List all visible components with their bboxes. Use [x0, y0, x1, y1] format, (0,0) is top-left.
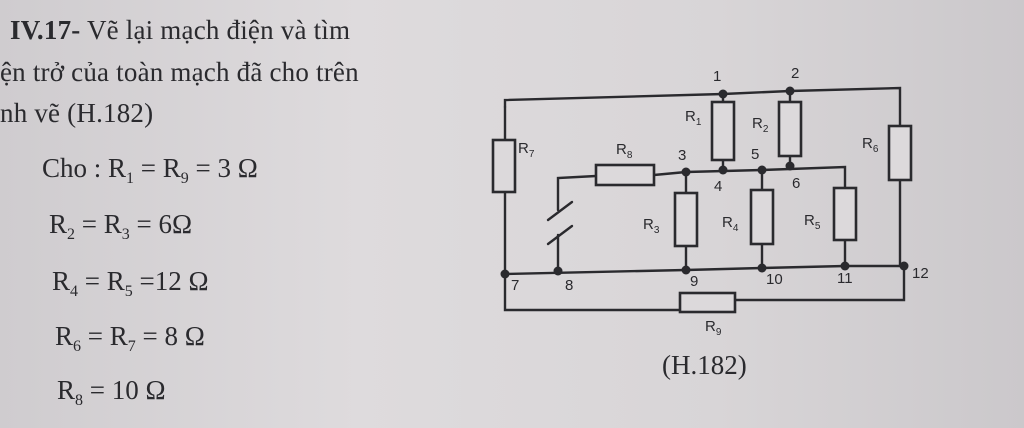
label-r9: R9: [705, 318, 722, 338]
given-subscript: 4: [70, 283, 79, 300]
problem-title-line1: Vẽ lại mạch điện và tìm: [86, 15, 351, 45]
given-subscript: 1: [126, 170, 135, 187]
label-r2: R2: [752, 115, 769, 135]
junction-dot: [840, 261, 850, 271]
junction-dot: [553, 266, 563, 276]
given-equals: =: [81, 321, 110, 351]
given-subscript: 2: [67, 226, 76, 243]
given-prefix: Cho :: [42, 153, 109, 183]
problem-title-line2: ện trở của toàn mạch đã cho trên: [0, 57, 359, 87]
given-value: = 6Ω: [129, 209, 193, 239]
wire: [503, 86, 902, 128]
junction-dot: [757, 165, 767, 175]
problem-number: IV.17-: [10, 15, 81, 45]
junction-dot: [785, 161, 795, 171]
resistor-r7: [491, 138, 517, 194]
junction-dot: [681, 167, 691, 177]
node-label: 10: [766, 271, 783, 288]
junction-dot: [718, 89, 728, 99]
resistor-r5: [832, 186, 858, 242]
node-label: 3: [678, 147, 686, 164]
given-symbol: R: [55, 321, 74, 351]
junction-dot: [500, 269, 510, 279]
resistor-r4: [749, 188, 775, 246]
node-label: 4: [714, 178, 722, 195]
node-label: 6: [792, 175, 800, 192]
label-r8: R8: [616, 141, 633, 161]
given-line: R8 = 10 Ω: [57, 375, 166, 410]
node-label: 9: [690, 273, 698, 290]
given-value: = 8 Ω: [135, 321, 205, 351]
node-label: 5: [751, 146, 759, 163]
given-line: Cho : R1 = R9 = 3 Ω: [42, 153, 258, 188]
node-label: 2: [791, 65, 799, 82]
junction-dot: [718, 165, 728, 175]
junction-dot: [785, 86, 795, 96]
node-label: 8: [565, 277, 573, 294]
given-symbol: R: [108, 153, 127, 183]
label-r5: R5: [804, 212, 821, 232]
figure-caption: (H.182): [662, 350, 747, 380]
given-line: R6 = R7 = 8 Ω: [55, 321, 205, 356]
given-line: R4 = R5 =12 Ω: [52, 266, 209, 301]
given-equals: =: [75, 209, 104, 239]
given-symbol: R: [109, 321, 128, 351]
junction-dot: [899, 261, 909, 271]
given-equals: =: [134, 153, 163, 183]
resistor-r3: [673, 191, 699, 248]
label-r7: R7: [518, 140, 535, 160]
given-subscript: 6: [73, 338, 82, 355]
given-symbol: R: [162, 153, 181, 183]
node-label: 12: [912, 265, 929, 282]
problem-title-line3: nh vẽ (H.182): [0, 98, 154, 128]
junction-dot: [681, 265, 691, 275]
given-subscript: 8: [75, 392, 84, 409]
given-symbol: R: [106, 266, 125, 296]
given-symbol: R: [103, 209, 122, 239]
given-equals: =: [78, 266, 107, 296]
given-value: =12 Ω: [132, 266, 209, 296]
circuit-diagram: R7 R1 R2 R6 R8 R3 R4 R5 R9 1 2 3 4 5 6 7…: [491, 65, 929, 338]
resistor-r8: [594, 163, 656, 187]
resistor-r2: [777, 100, 803, 158]
given-line: R2 = R3 = 6Ω: [49, 209, 192, 244]
resistor-r6: [887, 124, 913, 182]
switch-blade: [546, 224, 574, 246]
given-subscript: 7: [127, 338, 136, 355]
switch-blade: [546, 200, 574, 222]
wire: [556, 174, 598, 212]
given-subscript: 9: [180, 170, 189, 187]
resistor-r9: [678, 291, 737, 314]
wire: [503, 190, 682, 312]
given-symbol: R: [49, 209, 68, 239]
junction-dot: [757, 263, 767, 273]
given-subscript: 3: [121, 226, 130, 243]
label-r3: R3: [643, 216, 660, 236]
given-value: = 10 Ω: [83, 375, 166, 405]
resistor-r1: [710, 100, 736, 162]
given-symbol: R: [52, 266, 71, 296]
node-label: 7: [511, 277, 519, 294]
given-value: = 3 Ω: [188, 153, 258, 183]
node-label: 11: [837, 270, 853, 287]
wire: [733, 264, 906, 302]
label-r1: R1: [685, 108, 702, 128]
problem-heading: IV.17- Vẽ lại mạch điện và tìm: [10, 15, 350, 46]
given-subscript: 5: [124, 283, 133, 300]
wire: [652, 170, 688, 177]
node-label: 1: [713, 68, 721, 85]
label-r4: R4: [722, 214, 739, 234]
label-r6: R6: [862, 135, 879, 155]
given-symbol: R: [57, 375, 76, 405]
